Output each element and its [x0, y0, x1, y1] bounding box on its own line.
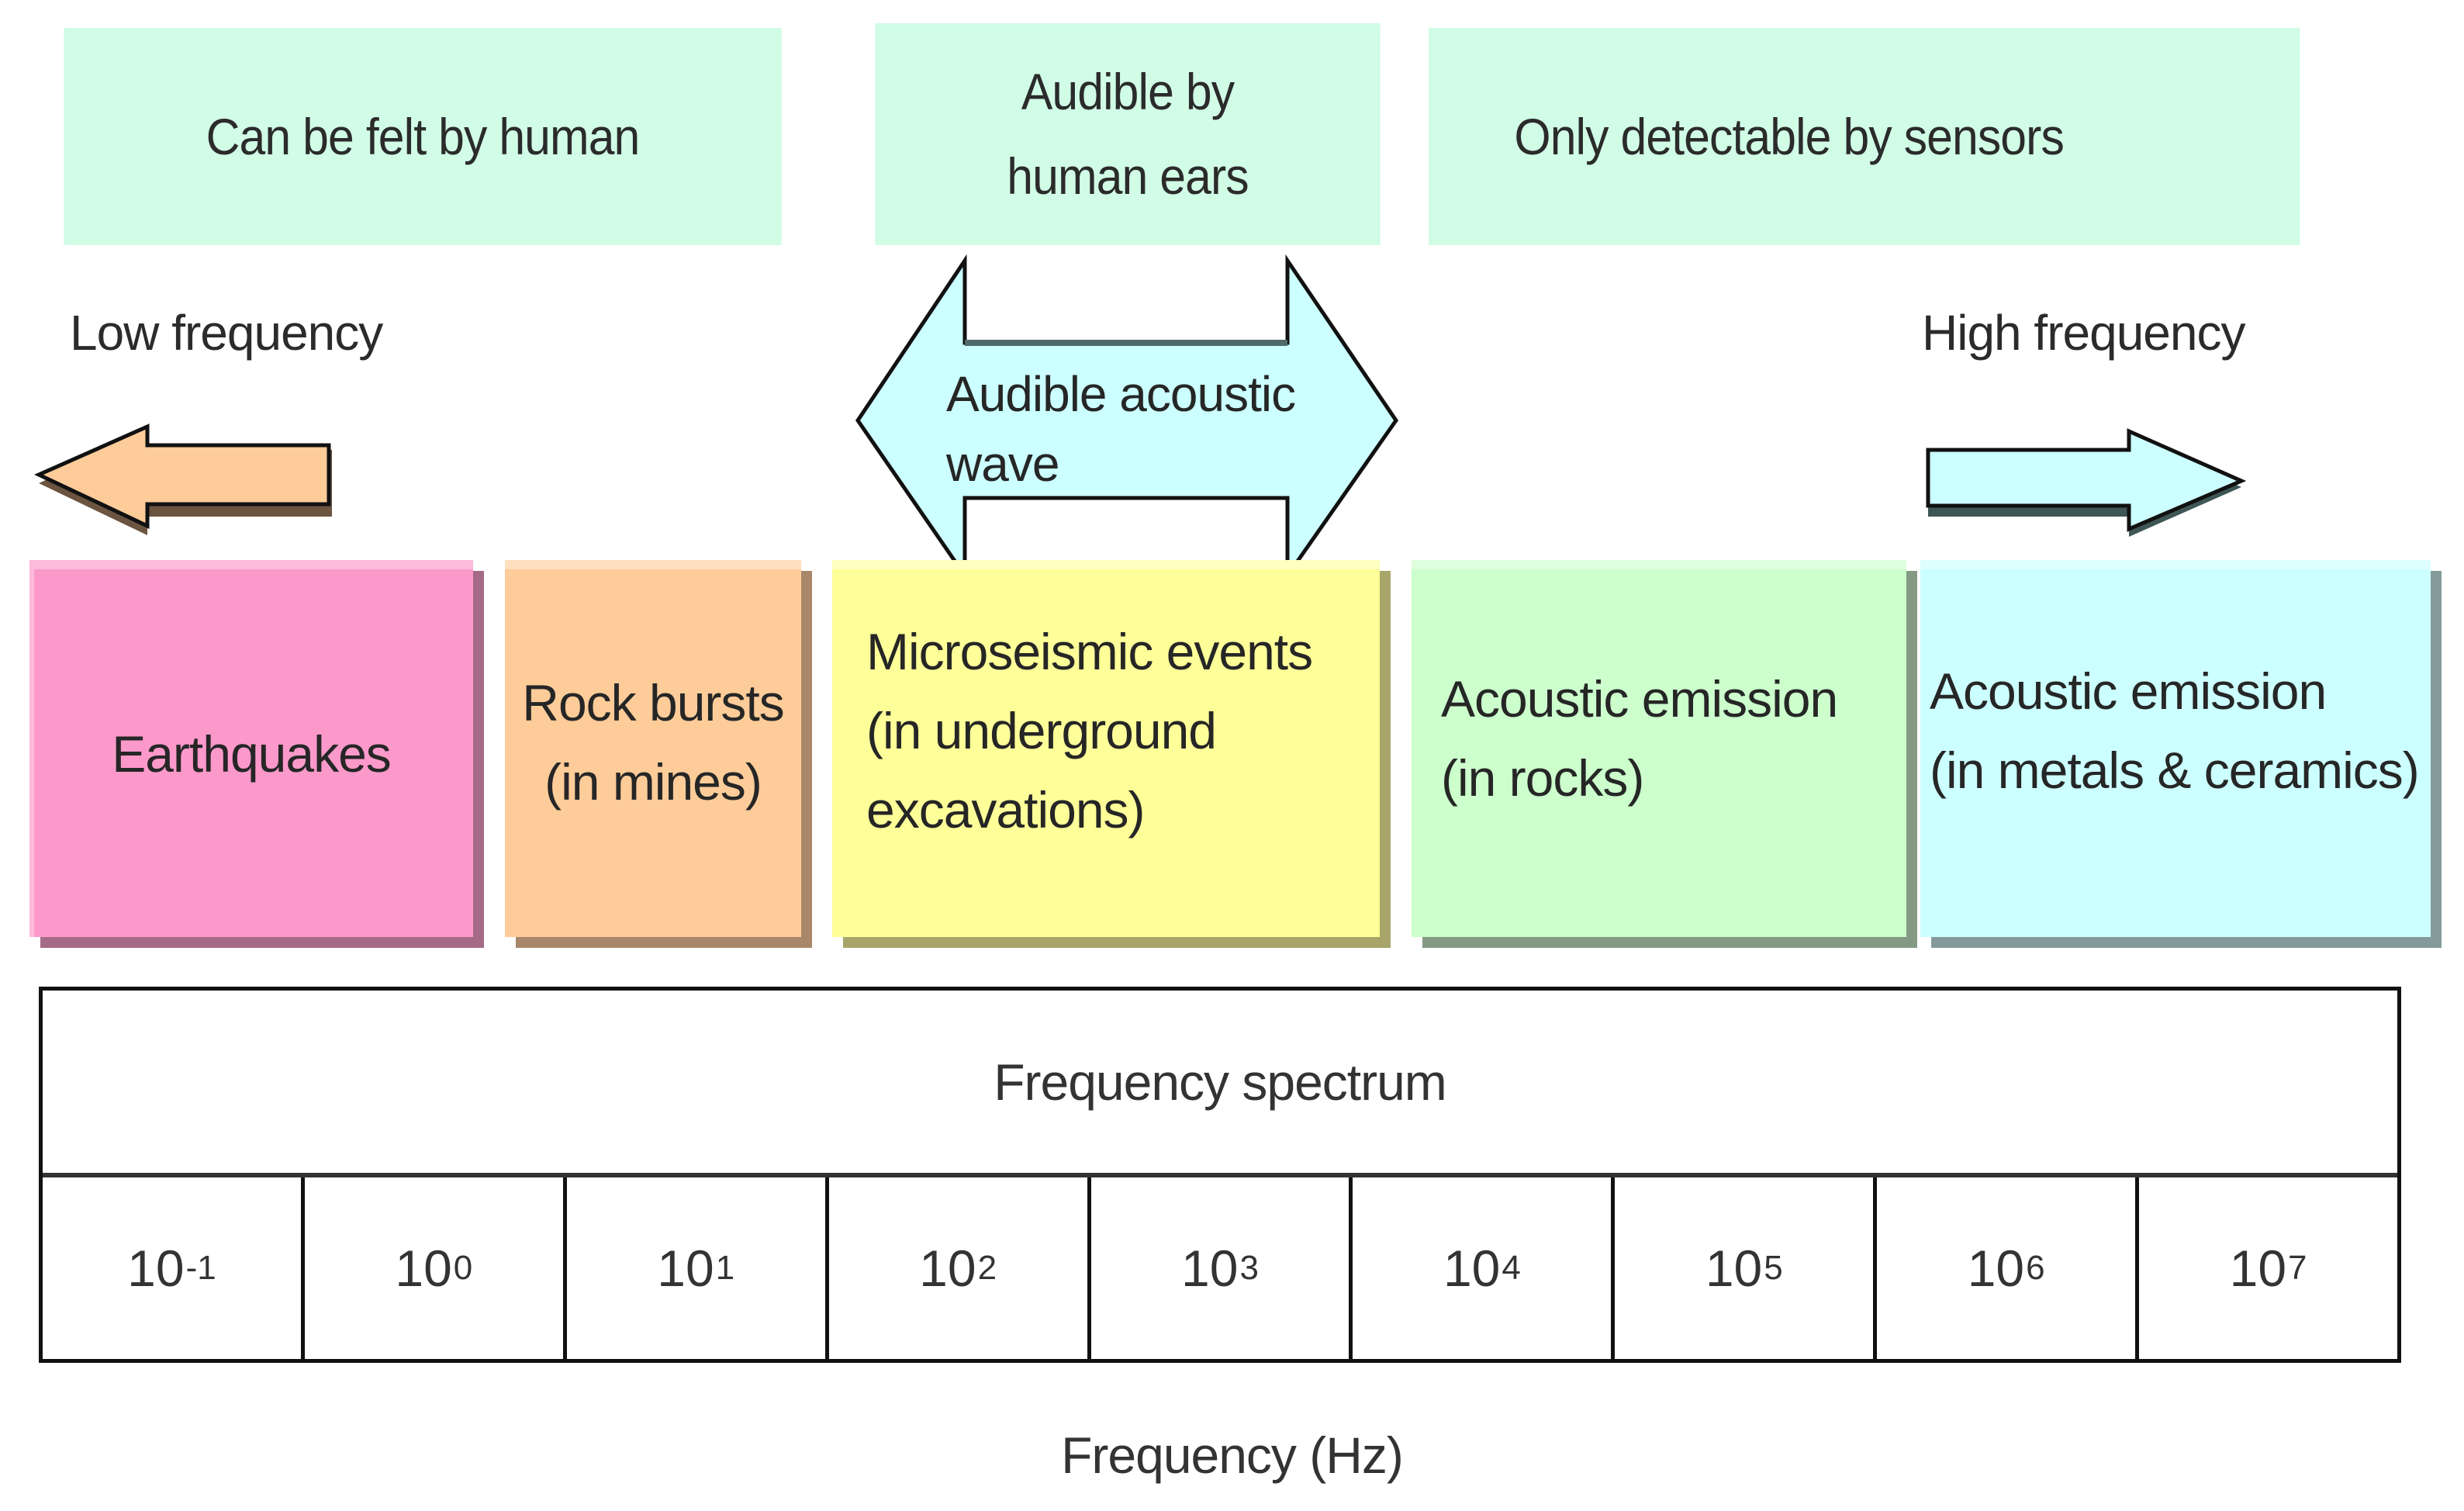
box-face: [29, 560, 473, 937]
double-arrow-label-line1: Audible acoustic: [946, 366, 1295, 422]
spectrum-base: 10: [657, 1240, 714, 1297]
low-frequency-label: Low frequency: [70, 305, 383, 361]
category-label-line1: Microseismic events: [866, 622, 1313, 680]
box-face: [1920, 560, 2431, 937]
spectrum-base: 10: [2229, 1240, 2287, 1297]
spectrum-exponent: 7: [2288, 1249, 2307, 1287]
band-label: Audible by human ears: [1007, 63, 1249, 205]
spectrum-exponent: 1: [715, 1249, 735, 1287]
category-label-line1: Acoustic emission: [1441, 669, 1838, 728]
left-arrow-body: [33, 424, 331, 529]
spectrum-base: 10: [127, 1240, 185, 1297]
category-label-line2: (in rocks): [1441, 749, 1644, 807]
spectrum-exponent: 4: [1502, 1249, 1521, 1287]
category-label-line3: excavations): [866, 781, 1146, 839]
band-label: Only detectable by sensors: [1514, 107, 2064, 165]
category-microseismic-events: Microseismic events (in underground exca…: [832, 560, 1391, 948]
spectrum-exponent: 0: [453, 1249, 473, 1287]
band-sensors-only: Only detectable by sensors: [1429, 28, 2300, 245]
spectrum-exponent: 6: [2026, 1249, 2045, 1287]
category-earthquakes: Earthquakes: [29, 560, 484, 948]
frequency-axis-title: Frequency (Hz): [1061, 1426, 1404, 1484]
spectrum-base: 10: [1181, 1240, 1239, 1297]
box-face: [832, 560, 1380, 937]
right-arrow-body: [1926, 428, 2247, 532]
category-label-line2: (in underground: [866, 701, 1217, 759]
spectrum-base: 10: [1967, 1240, 2025, 1297]
band-label: Can be felt by human: [206, 107, 641, 165]
spectrum-exponent: 2: [977, 1249, 997, 1287]
spectrum-base: 10: [395, 1240, 452, 1297]
category-rock-bursts: Rock bursts (in mines): [505, 560, 812, 948]
spectrum-exponent: 3: [1239, 1249, 1259, 1287]
category-ae-rocks: Acoustic emission (in rocks): [1412, 560, 1917, 948]
spectrum-cell: 10-1: [43, 1177, 305, 1359]
band-audible-by-ears: Audible by human ears: [875, 23, 1381, 245]
double-arrow-label-line2: wave: [945, 436, 1059, 492]
spectrum-exponent: -1: [185, 1249, 216, 1287]
spectrum-header: Frequency spectrum: [43, 991, 2397, 1177]
category-label-line1: Rock bursts: [522, 673, 784, 731]
category-label-line1: Acoustic emission: [1930, 662, 2327, 720]
spectrum-exponent: 5: [1764, 1249, 1783, 1287]
high-frequency-label: High frequency: [1922, 305, 2245, 361]
category-label-line2: (in mines): [544, 753, 762, 811]
spectrum-base: 10: [919, 1240, 976, 1297]
band-felt-by-human: Can be felt by human: [64, 28, 782, 245]
audible-double-arrow-icon: Audible acoustic wave: [855, 254, 1399, 583]
left-arrow-icon: [33, 424, 332, 535]
category-label-line1: Earthquakes: [112, 724, 392, 783]
right-arrow-icon: [1926, 428, 2247, 537]
box-face: [505, 560, 801, 937]
category-label-line2: (in metals & ceramics): [1930, 742, 2420, 799]
spectrum-base: 10: [1705, 1240, 1763, 1297]
spectrum-base: 10: [1443, 1240, 1501, 1297]
box-face: [1412, 560, 1906, 937]
category-ae-metals-ceramics: Acoustic emission (in metals & ceramics): [1920, 560, 2442, 948]
